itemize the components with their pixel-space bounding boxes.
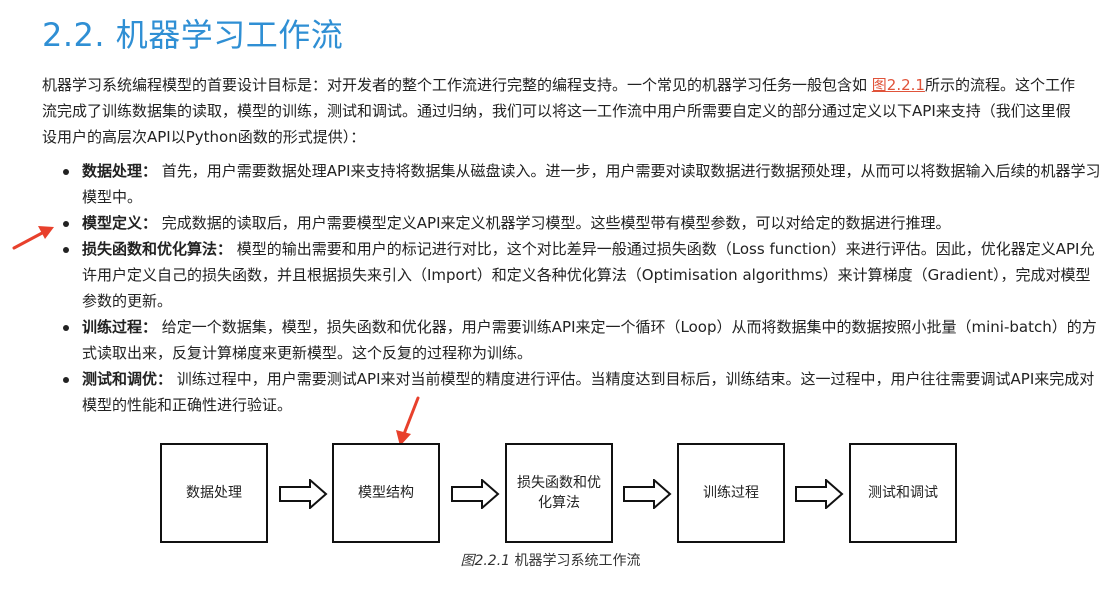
- list-item: 测试和调优： 训练过程中，用户需要测试API来对当前模型的精度进行评估。当精度达…: [63, 366, 1101, 418]
- bullet-dot-icon: [63, 169, 69, 175]
- intro-text-1: 机器学习系统编程模型的首要设计目标是：对开发者的整个工作流进行完整的编程支持。一…: [42, 76, 872, 94]
- right-arrow-icon: [279, 479, 328, 509]
- list-item: 训练过程： 给定一个数据集，模型，损失函数和优化器，用户需要训练API来定一个循…: [63, 314, 1101, 366]
- flow-step-training: 训练过程: [677, 443, 785, 543]
- caption-number: 图2.2.1: [460, 553, 511, 569]
- figure-link[interactable]: 图2.2.1: [871, 76, 925, 94]
- bullet-dot-icon: [63, 221, 69, 227]
- flow-step-model-structure: 模型结构: [332, 443, 440, 543]
- intro-paragraph: 机器学习系统编程模型的首要设计目标是：对开发者的整个工作流进行完整的编程支持。一…: [42, 72, 1082, 150]
- list-item: 损失函数和优化算法： 模型的输出需要和用户的标记进行对比，这个对比差异一般通过损…: [63, 236, 1101, 314]
- right-arrow-icon: [623, 479, 672, 509]
- bullet-dot-icon: [63, 247, 69, 253]
- list-item-text: 训练过程中，用户需要测试API来对当前模型的精度进行评估。当精度达到目标后，训练…: [82, 370, 1095, 414]
- caption-text: 机器学习系统工作流: [510, 553, 641, 569]
- flow-step-data-processing: 数据处理: [160, 443, 268, 543]
- annotation-arrow-left-icon: [12, 226, 54, 250]
- bullet-dot-icon: [63, 377, 69, 383]
- list-item-term: 训练过程：: [82, 318, 158, 336]
- intro-text-2: 所示的流程。这个工作流完成了训练数据集的读取，模型的训练，测试和调试。通过归纳，…: [42, 76, 1075, 146]
- figure-caption: 图2.2.1 机器学习系统工作流: [0, 550, 1101, 570]
- list-item: 模型定义： 完成数据的读取后，用户需要模型定义API来定义机器学习模型。这些模型…: [63, 210, 1101, 236]
- right-arrow-icon: [795, 479, 844, 509]
- list-item-text: 完成数据的读取后，用户需要模型定义API来定义机器学习模型。这些模型带有模型参数…: [157, 214, 951, 232]
- flow-step-loss-optimizer: 损失函数和优化算法: [505, 443, 613, 543]
- bullet-dot-icon: [63, 325, 69, 331]
- list-item: 数据处理： 首先，用户需要数据处理API来支持将数据集从磁盘读入。进一步，用户需…: [63, 158, 1101, 210]
- list-item-text: 模型的输出需要和用户的标记进行对比，这个对比差异一般通过损失函数（Loss fu…: [82, 240, 1095, 310]
- page-title: 2.2. 机器学习工作流: [42, 16, 344, 54]
- list-item-term: 模型定义：: [82, 214, 158, 232]
- right-arrow-icon: [451, 479, 500, 509]
- list-item-text: 给定一个数据集，模型，损失函数和优化器，用户需要训练API来定一个循环（Loop…: [82, 318, 1097, 362]
- list-item-term: 数据处理：: [82, 162, 158, 180]
- api-list: 数据处理： 首先，用户需要数据处理API来支持将数据集从磁盘读入。进一步，用户需…: [60, 158, 1101, 418]
- list-item-term: 测试和调优：: [82, 370, 173, 388]
- workflow-diagram: 数据处理 模型结构 损失函数和优化算法 训练过程 测试和调试: [160, 443, 1030, 547]
- flow-step-testing: 测试和调试: [849, 443, 957, 543]
- list-item-text: 首先，用户需要数据处理API来支持将数据集从磁盘读入。进一步，用户需要对读取数据…: [82, 162, 1101, 206]
- list-item-term: 损失函数和优化算法：: [82, 240, 233, 258]
